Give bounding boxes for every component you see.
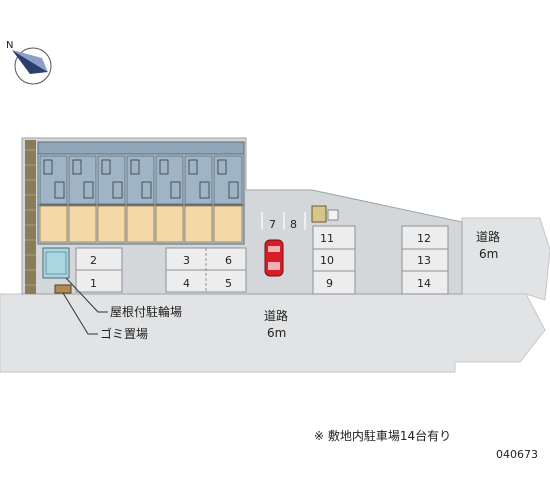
slot-11: 11: [320, 232, 334, 245]
slot-4: 4: [183, 277, 190, 290]
compass-label: N: [6, 40, 13, 51]
slot-8: 8: [290, 218, 297, 231]
garbage-area: [54, 284, 72, 294]
parking-note: ※ 敷地内駐車場14台有り: [314, 428, 451, 443]
hedge: [25, 140, 36, 294]
slot-6: 6: [225, 254, 232, 267]
road-right-width: 6m: [479, 247, 498, 261]
legend-garbage: ゴミ置場: [100, 326, 148, 341]
slot-3: 3: [183, 254, 190, 267]
slot-12: 12: [417, 232, 431, 245]
apartment-building: [37, 141, 245, 245]
legend-bicycle: 屋根付駐輪場: [110, 304, 182, 319]
bicycle-shed: [42, 247, 70, 279]
slot-7: 7: [269, 218, 276, 231]
slot-14: 14: [417, 277, 431, 290]
slot-10: 10: [320, 254, 334, 267]
slot-2: 2: [90, 254, 97, 267]
parking-block-a: [75, 247, 123, 293]
parking-block-b: [165, 247, 247, 293]
car-icon: [264, 239, 284, 277]
road-bottom: [0, 293, 546, 373]
road-bottom-width: 6m: [267, 326, 286, 340]
parking-block-c: [312, 225, 356, 295]
slot-5: 5: [225, 277, 232, 290]
parking-block-d: [401, 225, 449, 295]
map-code: 040673: [496, 448, 538, 461]
road-right-name: 道路: [476, 229, 500, 244]
slot-1: 1: [90, 277, 97, 290]
slot-13: 13: [417, 254, 431, 267]
road-bottom-name: 道路: [264, 308, 288, 323]
slot-9: 9: [326, 277, 333, 290]
meter-box: [311, 205, 327, 223]
compass-icon: N: [6, 40, 52, 85]
